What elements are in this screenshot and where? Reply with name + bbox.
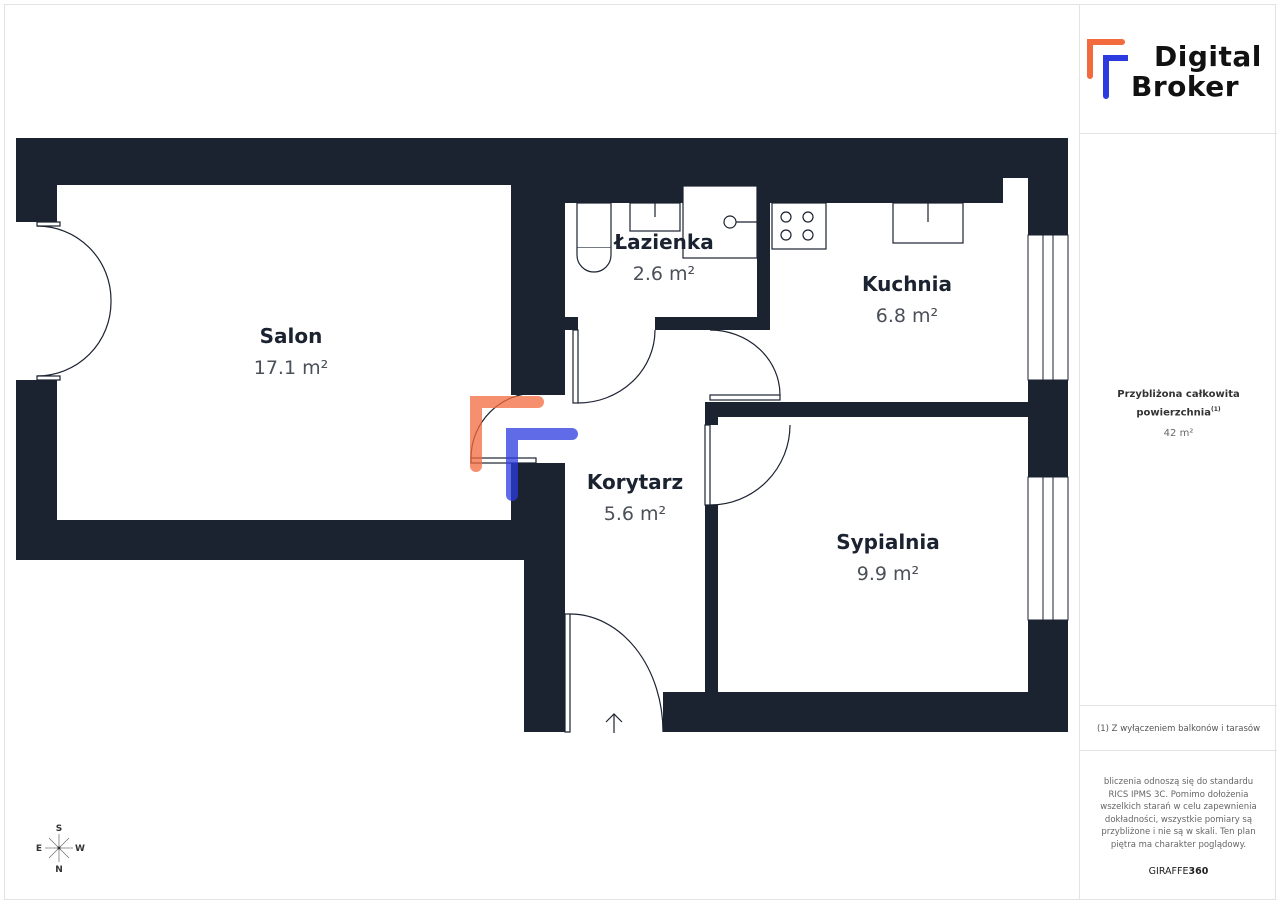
doors	[36, 221, 791, 733]
room-area-lazienka: 2.6 m²	[633, 263, 695, 285]
room-name-lazienka: Łazienka	[613, 230, 713, 254]
windows	[1027, 234, 1069, 621]
info-panel: Digital Broker Przybliżona całkowita powi…	[1079, 4, 1277, 900]
logo-text-digital: Digital	[1154, 40, 1262, 73]
floor-plan: Salon 17.1 m² Łazienka 2.6 m² Kuchnia 6.…	[16, 138, 1069, 875]
room-area-kuchnia: 6.8 m²	[876, 305, 938, 327]
stove-icon	[771, 202, 827, 250]
salon-floor	[57, 185, 511, 520]
compass-s: S	[56, 824, 62, 834]
room-area-korytarz: 5.6 m²	[604, 503, 666, 525]
logo-mark-icon	[1087, 39, 1128, 99]
divider	[1080, 705, 1277, 706]
page-frame	[4, 4, 1276, 900]
bedroom-floor	[718, 417, 1028, 692]
entrance-arrow-icon	[605, 713, 623, 733]
compass-icon: S E W N	[36, 824, 85, 875]
salon-balcony-door-opening	[16, 222, 58, 380]
compass-w: W	[75, 844, 85, 854]
total-area-title-2: powierzchnia	[1136, 407, 1211, 419]
bedroom-window	[1027, 476, 1069, 621]
kitchen-niche	[1003, 178, 1028, 208]
room-name-korytarz: Korytarz	[587, 470, 683, 494]
footnote: (1) Z wyłączeniem balkonów i tarasów	[1096, 724, 1261, 734]
credit-prefix: GIRAFFE	[1148, 866, 1189, 877]
watermark-logo	[470, 396, 578, 501]
room-name-sypialnia: Sypialnia	[836, 530, 940, 554]
room-area-sypialnia: 9.9 m²	[857, 563, 919, 585]
compass-n: N	[55, 865, 63, 875]
digital-broker-logo: Digital Broker	[1084, 32, 1274, 107]
bathroom-doorway	[578, 316, 655, 332]
room-area-salon: 17.1 m²	[254, 357, 328, 379]
disclaimer: bliczenia odnoszą się do standardu RICS …	[1100, 777, 1257, 850]
footnote-mark: (1)	[1210, 406, 1221, 413]
giraffe360-credit: GIRAFFE360	[1080, 866, 1277, 877]
corridor-floor	[565, 330, 705, 692]
total-area-value: 42 m²	[1163, 428, 1194, 440]
kitchen-window	[1027, 234, 1069, 381]
room-name-salon: Salon	[260, 324, 323, 348]
compass-e: E	[36, 844, 42, 854]
divider	[1080, 750, 1277, 751]
kitchen-doorway	[700, 330, 775, 402]
room-name-kuchnia: Kuchnia	[862, 272, 952, 296]
total-area-title-1: Przybliżona całkowita	[1117, 389, 1240, 400]
logo-text-broker: Broker	[1131, 70, 1240, 103]
divider	[1080, 133, 1277, 134]
toilet-bowl-icon	[576, 248, 612, 273]
total-area: Przybliżona całkowita powierzchnia(1) 42 …	[1080, 387, 1277, 439]
credit-suffix: 360	[1188, 866, 1209, 877]
toilet-tank-icon	[576, 202, 612, 249]
fixtures	[576, 185, 964, 273]
